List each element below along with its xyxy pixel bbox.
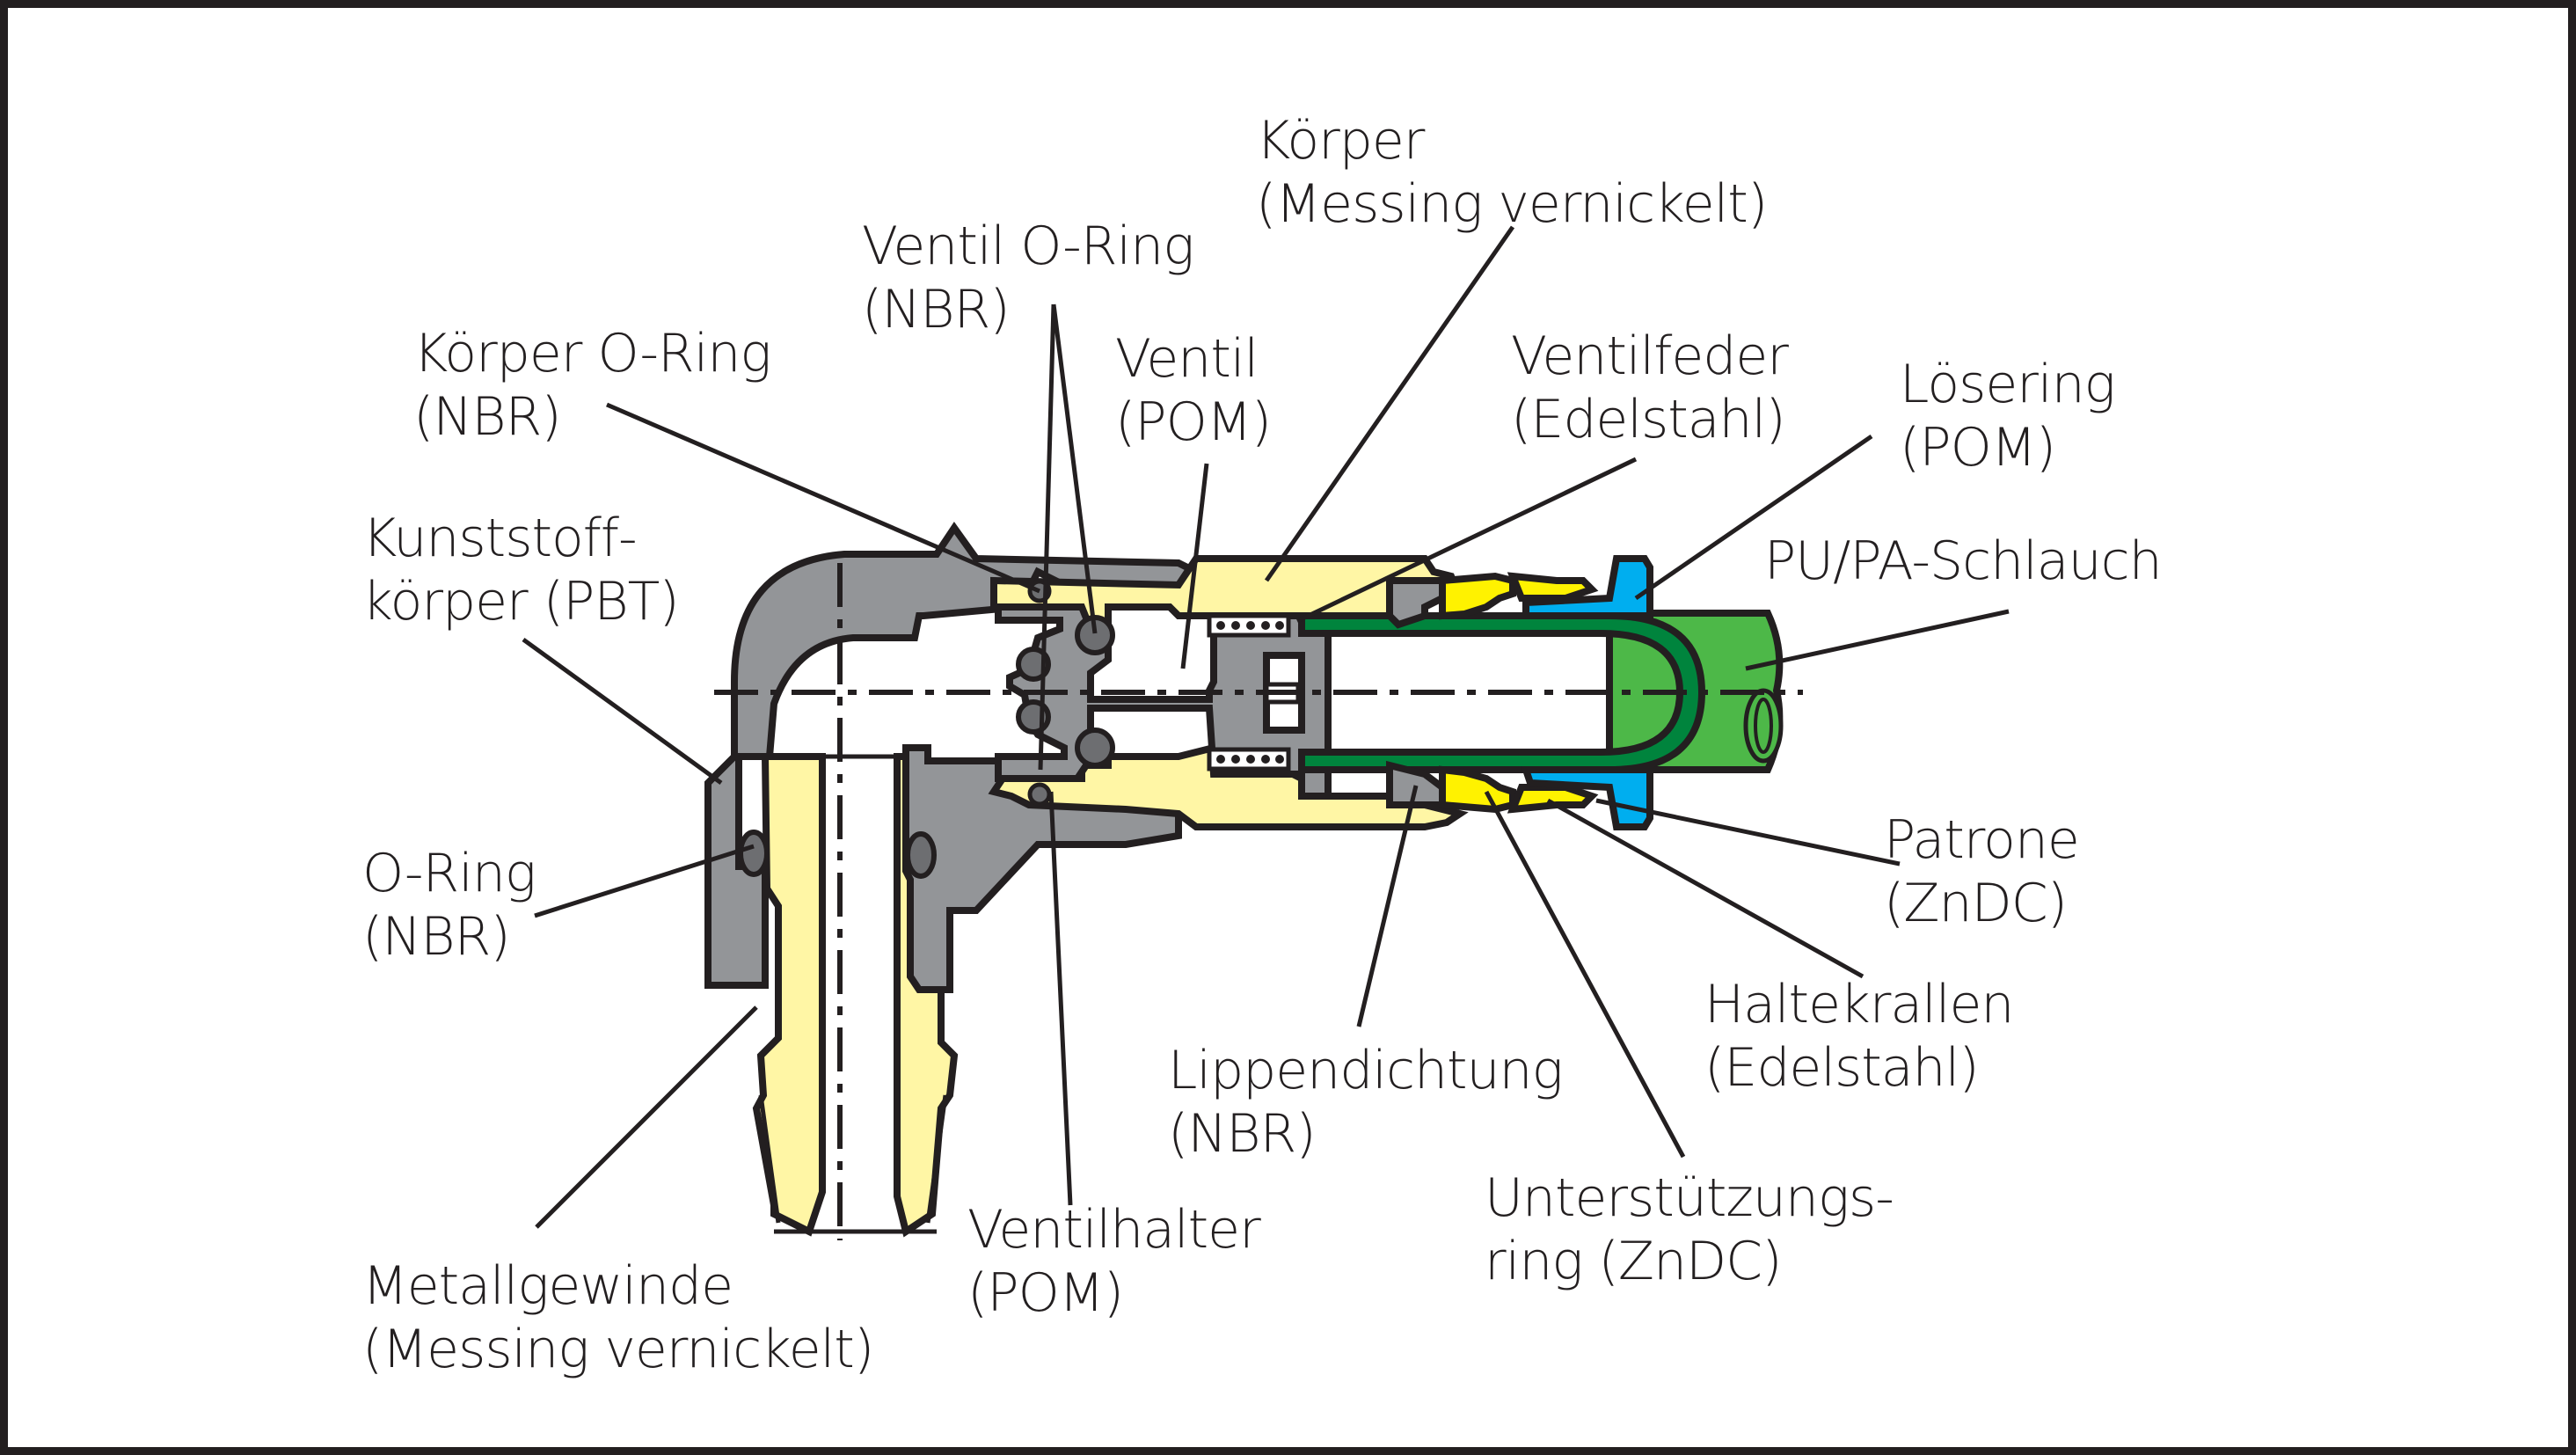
- ventil-o-ring-4: [1075, 728, 1115, 768]
- label-text: (NBR): [413, 386, 561, 448]
- label-ventil-o-ring: Ventil O-Ring (NBR): [862, 216, 1194, 340]
- label-text: Metallgewinde: [362, 1255, 733, 1317]
- label-text: Kunststoff-: [362, 508, 637, 569]
- label-text: (Messing vernickelt): [1256, 173, 1767, 235]
- label-text: PU/PA-Schlauch: [1764, 530, 2162, 592]
- o-ring-left: [738, 830, 770, 877]
- loesering-part: [1521, 555, 1653, 830]
- label-ventilhalter: Ventilhalter (POM): [967, 1199, 1262, 1324]
- label-text: (NBR): [862, 279, 1010, 340]
- label-text: (Messing vernickelt): [362, 1319, 873, 1380]
- label-loesering: Lösering (POM): [1900, 354, 2116, 479]
- label-text: Ventil O-Ring: [862, 216, 1193, 277]
- leader-lines: [522, 225, 2010, 1229]
- label-text: (POM): [1900, 417, 2055, 479]
- label-text: Ventil: [1115, 328, 1258, 390]
- label-text: (Edelstahl): [1511, 389, 1785, 450]
- ventilfeder-part: [1207, 613, 1291, 771]
- label-text: (NBR): [362, 906, 510, 968]
- label-text: Körper O-Ring: [413, 323, 770, 384]
- label-schlauch: PU/PA-Schlauch: [1764, 530, 2163, 592]
- label-text: körper (PBT): [362, 571, 679, 632]
- koerper-o-ring-bottom: [1027, 782, 1052, 807]
- label-text: O-Ring: [362, 843, 536, 904]
- label-ventilfeder: Ventilfeder (Edelstahl): [1511, 325, 1790, 450]
- label-text: (NBR): [1168, 1103, 1316, 1165]
- ventil-o-ring-1: [1016, 647, 1051, 682]
- label-text: (POM): [967, 1262, 1123, 1324]
- label-metallgewinde: Metallgewinde (Messing vernickelt): [362, 1255, 874, 1380]
- label-text: ring (ZnDC): [1485, 1231, 1782, 1292]
- label-lippendichtung: Lippendichtung (NBR): [1168, 1040, 1564, 1165]
- label-text: Körper: [1256, 110, 1426, 172]
- label-haltekrallen: Haltekrallen (Edelstahl): [1704, 974, 2014, 1099]
- label-text: (POM): [1115, 391, 1271, 453]
- label-text: Ventilfeder: [1511, 325, 1789, 387]
- metallgewinde-part: [739, 753, 959, 1238]
- label-unterstuetzungsring: Unterstützungs- ring (ZnDC): [1485, 1167, 1894, 1292]
- label-patrone: Patrone (ZnDC): [1884, 809, 2080, 934]
- label-text: Ventilhalter: [967, 1199, 1261, 1261]
- label-ventil: Ventil (POM): [1115, 328, 1272, 453]
- label-text: (ZnDC): [1884, 873, 2067, 934]
- label-text: Haltekrallen: [1704, 974, 2013, 1035]
- label-text: (Edelstahl): [1704, 1037, 1979, 1099]
- label-text: Unterstützungs-: [1485, 1167, 1894, 1229]
- label-koerper: Körper (Messing vernickelt): [1256, 110, 1768, 235]
- o-ring-right: [905, 831, 937, 879]
- label-text: Patrone: [1884, 809, 2079, 871]
- label-kunststoffkoerper: Kunststoff- körper (PBT): [362, 508, 680, 632]
- label-o-ring: O-Ring (NBR): [362, 843, 536, 968]
- label-text: Lippendichtung: [1168, 1040, 1563, 1101]
- label-text: Lösering: [1900, 354, 2115, 415]
- label-koerper-o-ring: Körper O-Ring (NBR): [413, 323, 771, 448]
